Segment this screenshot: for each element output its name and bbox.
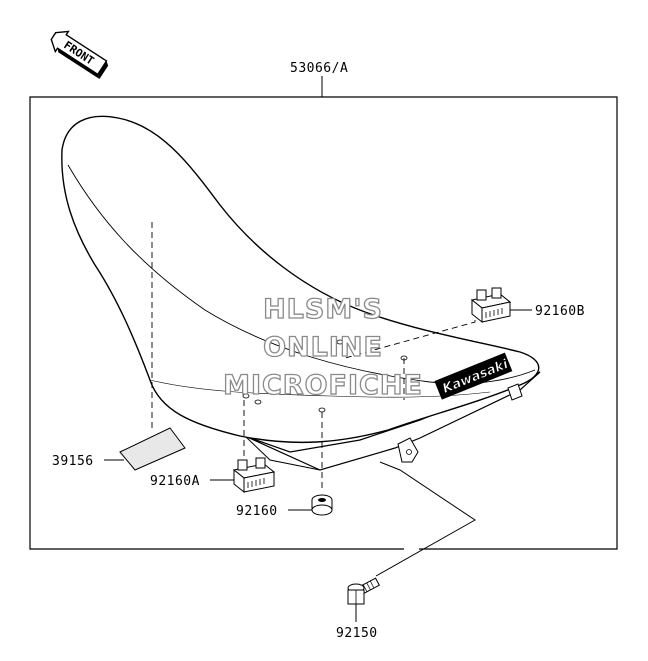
part-label-strap-pad: 39156 bbox=[52, 454, 94, 469]
damper-b-part bbox=[470, 287, 532, 324]
svg-text:ONLINE: ONLINE bbox=[263, 332, 383, 363]
part-label-damper-a: 92160A bbox=[150, 474, 200, 489]
watermark: HLSM'S ONLINE MICROFICHE bbox=[222, 293, 423, 401]
svg-text:HLSM'S: HLSM'S bbox=[263, 294, 383, 325]
svg-text:MICROFICHE: MICROFICHE bbox=[223, 370, 423, 401]
part-label-seat: 53066/A bbox=[290, 61, 348, 76]
assembly-frame bbox=[29, 96, 618, 550]
part-label-damper: 92160 bbox=[236, 504, 278, 519]
part-label-damper-b: 92160B bbox=[535, 304, 585, 319]
part-label-bolt: 92150 bbox=[336, 626, 378, 641]
front-arrow-icon: FRONT bbox=[50, 30, 109, 80]
strap-pad-part bbox=[104, 427, 186, 471]
bolt-part bbox=[347, 577, 380, 622]
damper-a-part bbox=[210, 457, 276, 494]
damper-part bbox=[288, 494, 333, 516]
seat-illustration: Kawasaki bbox=[61, 115, 541, 471]
